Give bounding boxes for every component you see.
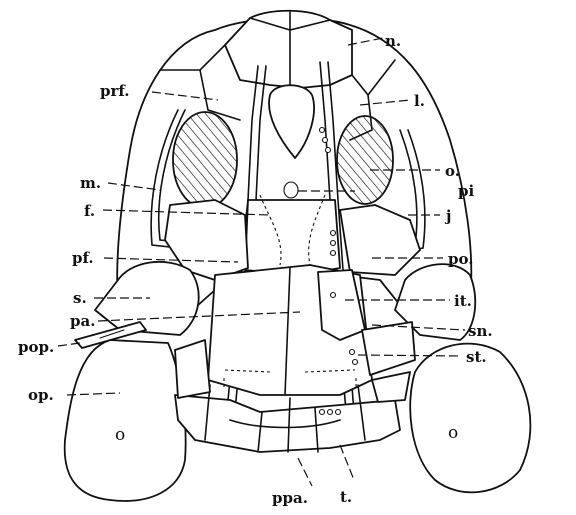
- label-o-right: o: [448, 423, 458, 443]
- label-pi: pi: [458, 182, 474, 200]
- label-o: o.: [445, 162, 460, 180]
- frontal-bone: [245, 200, 340, 275]
- label-pop: pop.: [18, 338, 54, 356]
- label-ppa: ppa.: [272, 489, 308, 507]
- label-op: op.: [28, 386, 54, 404]
- label-st: st.: [466, 348, 487, 366]
- leader-pop: [58, 343, 80, 346]
- label-prf: prf.: [100, 82, 130, 100]
- label-sn: sn.: [468, 322, 493, 340]
- operculum-left: [65, 340, 186, 501]
- label-n: n.: [385, 32, 401, 50]
- label-j: j: [444, 207, 451, 225]
- label-l: l.: [414, 92, 425, 110]
- lower-right-plate: [372, 372, 410, 402]
- leader-ppa: [298, 458, 312, 486]
- label-pa: pa.: [70, 312, 95, 330]
- label-t: t.: [340, 488, 352, 506]
- label-m: m.: [80, 174, 101, 192]
- lower-left-plate: [175, 340, 210, 398]
- label-po: po.: [448, 250, 473, 268]
- left-orbit: [173, 112, 237, 208]
- supratemporal: [362, 322, 415, 375]
- label-o-left: o: [115, 425, 125, 445]
- pineal-foramen: [284, 182, 298, 198]
- label-f: f.: [84, 202, 95, 220]
- label-s: s.: [73, 289, 87, 307]
- leader-t: [340, 445, 354, 480]
- label-pf: pf.: [72, 249, 94, 267]
- label-it: it.: [454, 292, 472, 310]
